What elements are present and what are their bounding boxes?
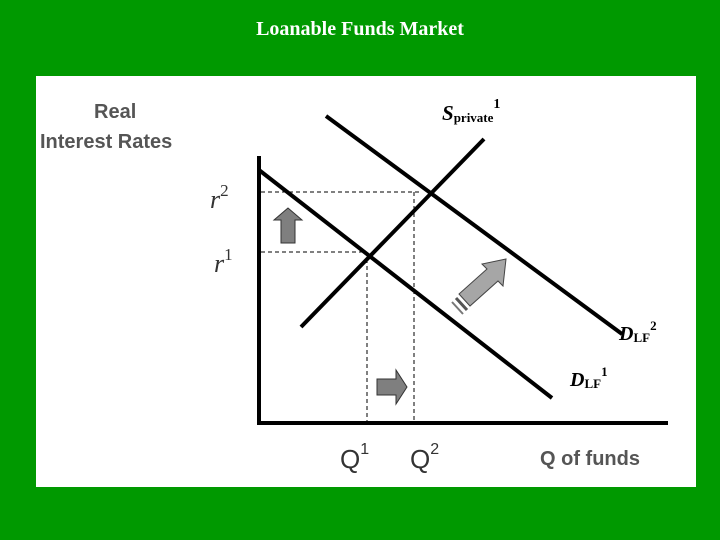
supply-curve bbox=[299, 137, 486, 329]
demand-label-1-sub: LF bbox=[584, 376, 601, 391]
demand-label-2-sup: 2 bbox=[650, 318, 657, 333]
y-axis-label-line2: Interest Rates bbox=[40, 131, 172, 153]
demand-label-1-sup: 1 bbox=[601, 364, 608, 379]
x-axis-label: Q of funds bbox=[540, 448, 640, 470]
rate-label-r1: r1 bbox=[214, 245, 233, 278]
quantity-label-q2-sup: 2 bbox=[430, 441, 439, 458]
slide-title: Loanable Funds Market bbox=[256, 18, 464, 40]
rate-label-r2-sup: 2 bbox=[220, 181, 229, 200]
supply-label-sup: 1 bbox=[493, 97, 500, 112]
demand-label-2-main: D bbox=[618, 323, 633, 345]
right-arrow-icon bbox=[376, 368, 408, 406]
demand-label-2-sub: LF bbox=[633, 330, 650, 345]
demand-label-1: DLF1 bbox=[569, 364, 608, 391]
diagonal-shift-arrow-icon bbox=[451, 258, 507, 315]
rate-label-r1-sup: 1 bbox=[224, 245, 233, 264]
rate-label-r1-main: r bbox=[214, 249, 225, 278]
supply-label: Sprivate1 bbox=[442, 97, 500, 125]
quantity-label-q1: Q1 bbox=[340, 441, 369, 474]
rate-label-r2: r2 bbox=[210, 181, 229, 214]
loanable-funds-diagram: Real Interest Rates Q of funds Sprivate1… bbox=[40, 97, 668, 474]
quantity-label-q1-main: Q bbox=[340, 444, 360, 474]
diagram-panel: Real Interest Rates Q of funds Sprivate1… bbox=[36, 76, 696, 487]
demand-label-2: DLF2 bbox=[618, 318, 657, 345]
y-axis-label-line1: Real bbox=[94, 101, 136, 123]
demand-curve-2 bbox=[324, 114, 624, 336]
up-arrow-icon bbox=[272, 207, 304, 244]
supply-label-sub: private bbox=[454, 110, 494, 125]
rate-label-r2-main: r bbox=[210, 185, 221, 214]
quantity-label-q1-sup: 1 bbox=[360, 441, 369, 458]
quantity-label-q2: Q2 bbox=[410, 441, 439, 474]
demand-label-1-main: D bbox=[569, 369, 584, 391]
supply-label-main: S bbox=[442, 101, 454, 125]
demand-curve-1 bbox=[257, 168, 554, 400]
quantity-label-q2-main: Q bbox=[410, 444, 430, 474]
